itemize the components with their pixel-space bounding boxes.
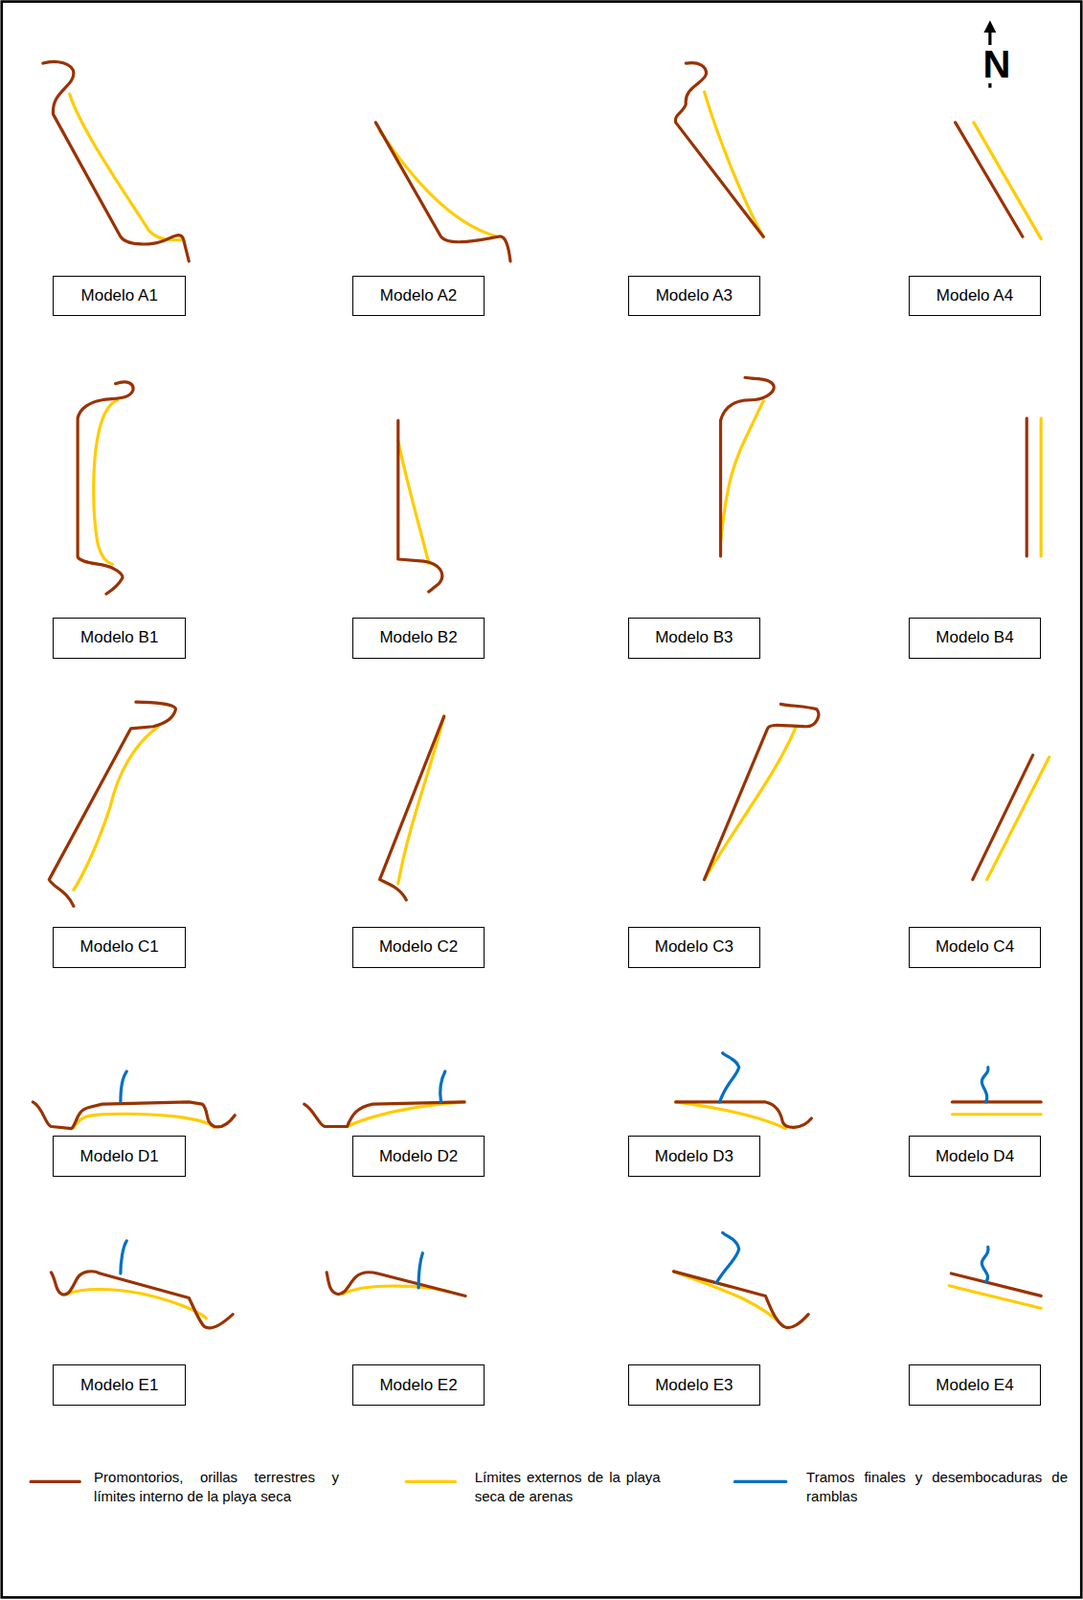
model-c2-sketch [380, 716, 445, 901]
model-label-box: Modelo A3 [628, 275, 762, 317]
model-label-box: Modelo D1 [52, 1135, 186, 1177]
model-c4-sketch [972, 755, 1050, 880]
model-label-box: Modelo E4 [908, 1364, 1042, 1406]
model-e3-sketch [674, 1232, 810, 1328]
model-label-box: Modelo E3 [628, 1364, 762, 1406]
north-letter: N [981, 45, 1012, 84]
legend-text: Promontorios, orillas terrestres y límit… [93, 1467, 339, 1508]
model-label: Modelo A2 [380, 286, 457, 306]
model-label-box: Modelo D4 [908, 1135, 1042, 1177]
model-d3-sketch [676, 1053, 813, 1129]
model-label: Modelo E2 [379, 1376, 457, 1396]
model-label: Modelo B2 [379, 628, 457, 648]
model-label: Modelo D1 [80, 1147, 159, 1167]
model-b2-sketch [398, 420, 443, 592]
model-a3-sketch [675, 63, 764, 238]
model-e4-sketch [948, 1246, 1041, 1309]
model-label-box: Modelo C1 [52, 926, 186, 969]
model-label-box: Modelo B1 [52, 617, 186, 659]
model-label: Modelo E3 [654, 1376, 733, 1396]
model-label: Modelo B1 [80, 628, 158, 648]
model-label: Modelo B3 [654, 628, 733, 648]
model-label: Modelo D2 [379, 1147, 458, 1167]
model-d4-sketch [951, 1067, 1041, 1115]
model-a4-sketch [955, 122, 1042, 239]
model-label-box: Modelo A1 [52, 275, 186, 317]
model-label: Modelo B4 [935, 628, 1014, 648]
model-label-box: Modelo C2 [352, 926, 486, 969]
model-label: Modelo C1 [80, 937, 159, 957]
model-label-box: Modelo A4 [908, 275, 1042, 317]
model-b4-sketch [1026, 418, 1041, 557]
legend-text: Tramos finales y desembocaduras de rambl… [806, 1467, 1068, 1508]
model-label-box: Modelo C4 [908, 926, 1042, 969]
model-label: Modelo E4 [935, 1376, 1014, 1396]
model-b3-sketch [721, 377, 775, 556]
legend-sample [30, 1480, 80, 1484]
model-label-box: Modelo B4 [908, 617, 1042, 659]
model-d1-sketch [32, 1071, 235, 1129]
model-label: Modelo E1 [80, 1376, 158, 1396]
model-a1-sketch [43, 61, 189, 261]
model-label: Modelo A1 [81, 286, 158, 306]
model-label: Modelo D4 [935, 1147, 1015, 1167]
model-label-box: Modelo D2 [352, 1135, 486, 1177]
model-d2-sketch [304, 1071, 465, 1128]
model-label: Modelo A4 [936, 286, 1014, 306]
model-c3-sketch [703, 703, 818, 880]
model-label: Modelo C2 [379, 937, 458, 957]
model-label: Modelo C4 [935, 937, 1015, 957]
legend-sample [734, 1480, 786, 1484]
model-e1-sketch [50, 1240, 233, 1329]
model-label: Modelo A3 [655, 286, 733, 306]
model-label-box: Modelo B2 [352, 617, 486, 659]
model-label: Modelo D3 [654, 1147, 734, 1167]
legend-text: Límites externos de la playa seca de are… [474, 1467, 661, 1508]
model-label-box: Modelo C3 [628, 926, 762, 969]
model-label-box: Modelo E1 [52, 1364, 186, 1406]
model-c1-sketch [48, 701, 176, 906]
model-label-box: Modelo B3 [628, 617, 762, 659]
model-e2-sketch [326, 1253, 466, 1297]
model-label-box: Modelo D3 [628, 1135, 762, 1177]
model-label-box: Modelo E2 [352, 1364, 486, 1406]
model-a2-sketch [375, 122, 511, 262]
legend-sample [406, 1480, 455, 1484]
model-b1-sketch [77, 382, 134, 594]
model-label-box: Modelo A2 [352, 275, 486, 317]
model-label: Modelo C3 [654, 937, 734, 957]
